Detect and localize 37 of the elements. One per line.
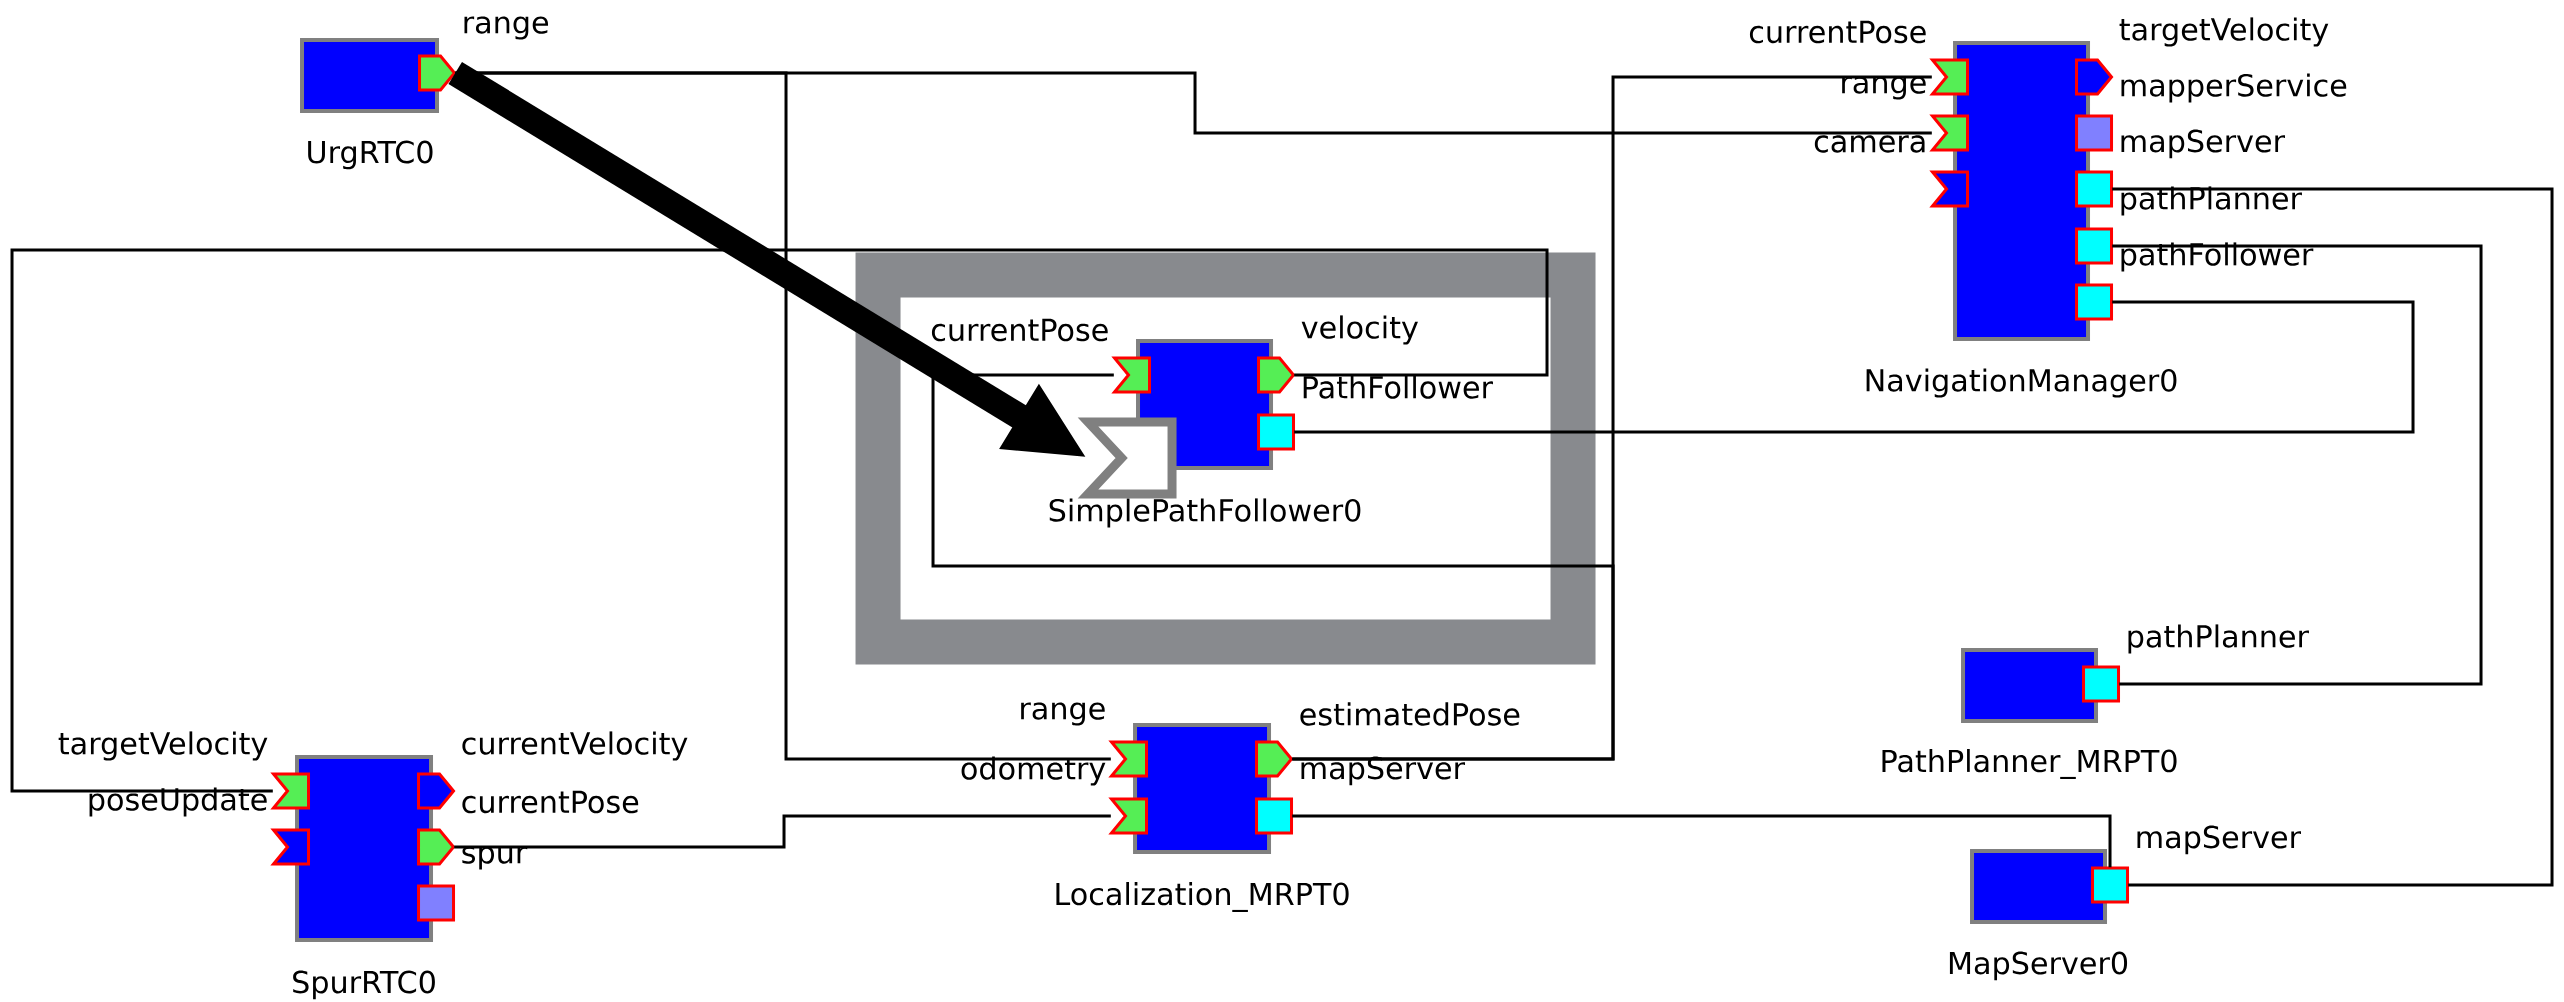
port-label: estimatedPose [1300, 702, 1520, 726]
port-label: mapServer [2121, 129, 2285, 159]
port-label: currentVelocity [462, 731, 688, 761]
port-label: pathFollower [2121, 242, 2314, 272]
component-name: PathPlanner_MRPT0 [1882, 748, 2177, 779]
port-label: range [464, 16, 548, 40]
connector [1294, 300, 2415, 434]
connector [2112, 187, 2554, 887]
port-label: poseUpdate [89, 787, 267, 817]
port-label: currentPose [931, 318, 1108, 342]
connector [931, 373, 1615, 761]
port-label: range [1021, 702, 1105, 726]
component-name: SpurRTC0 [293, 970, 435, 1000]
connector [455, 71, 1111, 761]
connector [454, 814, 1111, 849]
component-name: UrgRTC0 [308, 140, 433, 170]
port-label: odometry [961, 756, 1106, 786]
input-port [1077, 417, 1177, 499]
port-label: pathPlanner [2121, 186, 2302, 216]
component-name: NavigationManager0 [1866, 368, 2177, 398]
port-label: currentPose [462, 790, 639, 814]
component-name: MapServer0 [1949, 951, 2128, 981]
connector [1292, 814, 2112, 868]
port-label: velocity [1301, 315, 1418, 345]
port-label: mapServer [2137, 825, 2301, 855]
port-label: currentPose [1749, 20, 1926, 44]
connector [10, 248, 1549, 793]
port-label: camera [1814, 135, 1925, 153]
port-label: pathPlanner [2128, 624, 2309, 654]
port-label: mapServer [1301, 756, 1465, 786]
port-label: targetVelocity [58, 731, 268, 761]
port-label: mapperService [2121, 73, 2347, 103]
connector [2112, 244, 2483, 686]
port-label: targetVelocity [2119, 17, 2329, 47]
component-name: SimplePathFollower0 [1049, 498, 1361, 528]
component-name: Localization_MRPT0 [1056, 881, 1349, 912]
port-label: PathFollower [1303, 375, 1493, 399]
